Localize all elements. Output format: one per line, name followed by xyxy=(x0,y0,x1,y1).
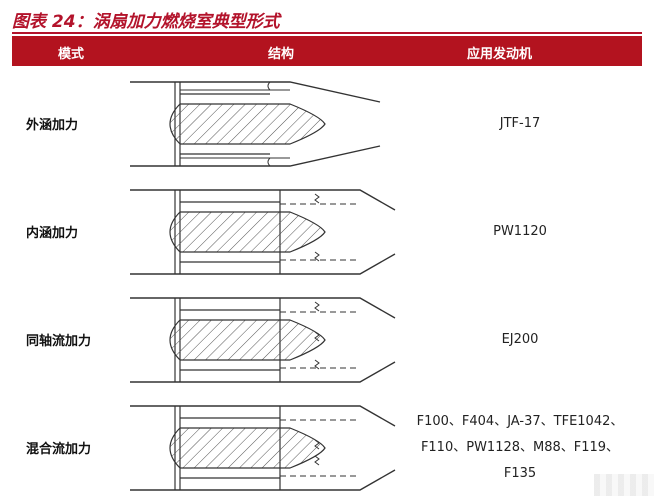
table-header: 模式 结构 应用发动机 xyxy=(12,36,642,66)
row-engines: JTF-17 xyxy=(499,116,541,131)
table-row: 外涵加力 JTF-17 xyxy=(12,70,642,178)
core-afterburner-diagram xyxy=(130,189,396,275)
row-mode: 内涵加力 xyxy=(26,226,79,241)
header-structure: 结构 xyxy=(268,47,295,62)
figure-title-row: 图表 24：涡扇加力燃烧室典型形式 xyxy=(12,4,642,34)
header-mode: 模式 xyxy=(58,47,85,62)
table-row: 内涵加力 PW1120 xyxy=(12,178,642,286)
row-engines: EJ200 xyxy=(501,332,539,347)
row-mode: 混合流加力 xyxy=(26,442,92,457)
table-row: 混合流加力 F100、F404、JA-37、TFE1042、F110、PW112… xyxy=(12,394,642,502)
mixed-flow-afterburner-diagram xyxy=(130,405,396,491)
figure-title: 图表 24：涡扇加力燃烧室典型形式 xyxy=(12,12,280,32)
row-mode: 外涵加力 xyxy=(26,118,79,133)
row-engines: PW1120 xyxy=(493,224,547,239)
row-engines: F100、F404、JA-37、TFE1042、F110、PW1128、M88、… xyxy=(416,414,624,481)
title-rule xyxy=(12,32,642,34)
table-row: 同轴流加力 EJ200 xyxy=(12,286,642,394)
row-mode: 同轴流加力 xyxy=(26,334,92,349)
header-engines: 应用发动机 xyxy=(467,47,533,62)
watermark xyxy=(594,474,654,496)
bypass-afterburner-diagram xyxy=(130,81,381,167)
coaxial-afterburner-diagram xyxy=(130,297,396,383)
